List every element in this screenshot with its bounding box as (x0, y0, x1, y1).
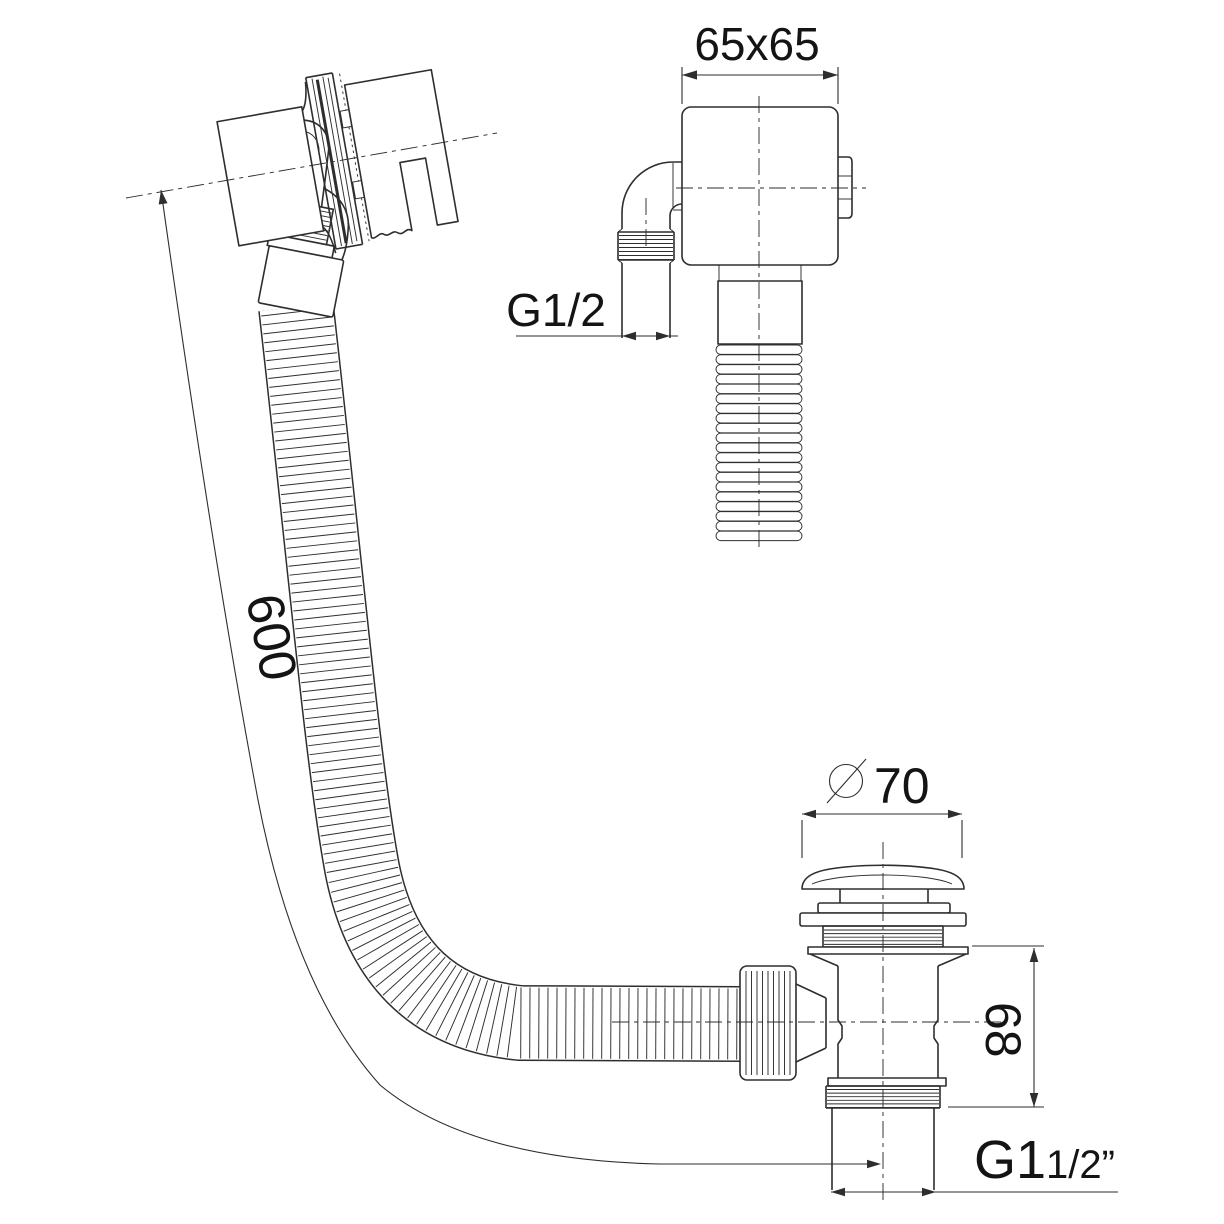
waste-valve: 70 68 G11/2” (612, 758, 1118, 1204)
front-hose-corrugation (715, 344, 803, 542)
outlet-pipe (831, 1108, 935, 1190)
hose-collar (717, 280, 803, 345)
inlet-thread-label: G1/2 (506, 284, 606, 336)
dimension-outlet-thread: G11/2” (831, 1130, 1118, 1197)
dimension-cap-diameter: 70 (801, 758, 963, 858)
hose-corrugation-ribs (261, 307, 738, 1060)
overflow-body-with-bracket (216, 68, 459, 254)
dimension-waste-height: 68 (948, 945, 1044, 1108)
dimension-housing-size: 65x65 (681, 18, 839, 104)
front-elbow (621, 161, 683, 229)
front-inlet-pipe (621, 263, 671, 338)
overflow-faceplate-stack (304, 72, 370, 250)
waste-body (807, 946, 969, 1190)
diameter-symbol-icon (826, 758, 867, 804)
overflow-front-view: 65x65 G1/2 (506, 18, 866, 548)
nut-cone-joint (795, 983, 827, 1063)
flexible-hose (261, 307, 742, 1059)
front-hose-connection (715, 265, 803, 542)
shower-bracket (343, 68, 459, 239)
housing-side-tab (838, 156, 853, 219)
cap-diameter-label: 70 (874, 758, 930, 814)
overflow-housing (681, 106, 839, 266)
hose-nut (739, 965, 797, 1081)
outlet-thread-label: G11/2” (974, 1130, 1115, 1190)
fitting-axis-centerline (125, 132, 498, 199)
housing-size-label: 65x65 (694, 18, 819, 70)
nut-knurling (745, 971, 791, 1075)
dimension-inlet-thread: G1/2 (506, 284, 678, 341)
waste-height-label: 68 (975, 1002, 1031, 1058)
